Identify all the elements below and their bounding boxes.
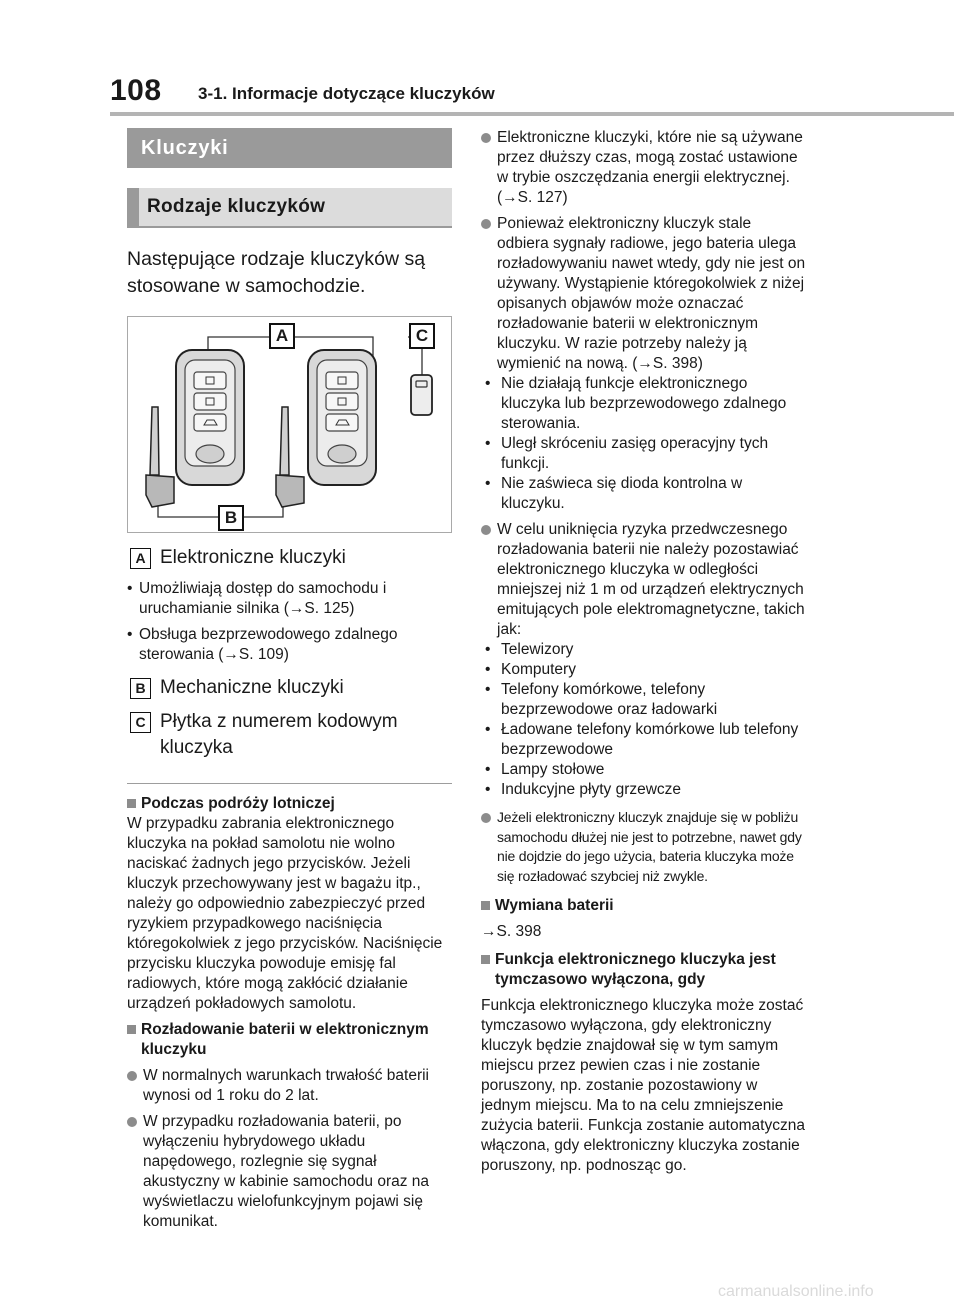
replace-reference: →S. 398 [481, 923, 542, 940]
legend-a-bullet-2: Obsługa bezprzewodowego zdalnego sterowa… [127, 625, 452, 665]
legend-a-box: A [130, 548, 151, 569]
keys-figure: A C B [127, 316, 452, 533]
subsection-title: Rodzaje kluczyków [127, 188, 452, 228]
note-battery-drain: Ponieważ elektroniczny kluczyk stale odb… [481, 214, 807, 374]
legend-c-box: C [130, 712, 151, 733]
function-text: Funkcja elektronicznego kluczyka może zo… [481, 997, 805, 1174]
figure-label-b: B [218, 505, 244, 531]
note-energy-saving: Elektroniczne kluczyki, które nie są uży… [481, 128, 807, 208]
note-interference: W celu uniknięcia ryzyka przedwczesnego … [481, 520, 807, 640]
device-item: Lampy stołowe [481, 760, 807, 780]
smart-key-1 [175, 349, 245, 486]
note-proximity: Jeżeli elektroniczny kluczyk znajduje si… [481, 808, 807, 886]
device-item: Indukcyjne płyty grzewcze [481, 780, 807, 800]
device-list: Telewizory Komputery Telefony komórkowe,… [481, 640, 807, 800]
travel-heading: Podczas podróży lotniczej [127, 794, 452, 814]
symptom-item: Uległ skróceniu zasięg operacyjny tych f… [481, 434, 807, 474]
figure-label-a: A [269, 323, 295, 349]
section-title: Kluczyki [127, 128, 452, 168]
legend-b: B Mechaniczne kluczyki [127, 675, 452, 701]
symptom-list: Nie działają funkcje elektronicznego klu… [481, 374, 807, 514]
left-column: Kluczyki Rodzaje kluczyków Następujące r… [127, 128, 452, 1232]
mechanical-key-2 [275, 406, 305, 508]
keys-illustration [145, 336, 433, 518]
chapter-title: 3-1. Informacje dotyczące kluczyków [198, 84, 495, 103]
legend-a-bullet-1: Umożliwiają dostęp do samochodu i urucha… [127, 579, 452, 619]
symptom-item: Nie działają funkcje elektronicznego klu… [481, 374, 807, 434]
legend-b-box: B [130, 678, 151, 699]
function-heading: Funkcja elektronicznego kluczyka jest ty… [481, 950, 807, 990]
device-item: Komputery [481, 660, 807, 680]
legend-a: A Elektroniczne kluczyki [127, 545, 452, 571]
code-plate [410, 374, 433, 416]
right-column: Elektroniczne kluczyki, które nie są uży… [481, 128, 807, 1176]
watermark: carmanualsonline.info [718, 1283, 874, 1300]
battery-heading: Rozładowanie baterii w elektronicznym kl… [127, 1020, 452, 1060]
intro-text: Następujące rodzaje kluczyków są stosowa… [127, 248, 426, 297]
legend-c-text: Płytka z numerem kodowym kluczyka [160, 711, 398, 758]
device-item: Ładowane telefony komórkowe lub telefony… [481, 720, 807, 760]
page-number: 108 [110, 74, 162, 107]
section-divider [127, 783, 452, 784]
legend-b-text: Mechaniczne kluczyki [160, 677, 344, 698]
smart-key-2 [307, 349, 377, 486]
legend-c: C Płytka z numerem kodowym kluczyka [127, 709, 452, 761]
battery-note-1: W normalnych warunkach trwałość baterii … [127, 1066, 452, 1106]
symptom-item: Nie zaświeca się dioda kontrolna w klucz… [481, 474, 807, 514]
device-item: Telewizory [481, 640, 807, 660]
figure-label-c: C [409, 323, 435, 349]
travel-text: W przypadku zabrania elektronicznego klu… [127, 815, 443, 1012]
legend-a-text: Elektroniczne kluczyki [160, 547, 346, 568]
header-rule [110, 112, 954, 116]
device-item: Telefony komórkowe, telefony bezprzewodo… [481, 680, 807, 720]
battery-note-2: W przypadku rozładowania baterii, po wył… [127, 1112, 452, 1232]
replace-heading: Wymiana baterii [481, 896, 807, 916]
mechanical-key-1 [145, 406, 175, 508]
